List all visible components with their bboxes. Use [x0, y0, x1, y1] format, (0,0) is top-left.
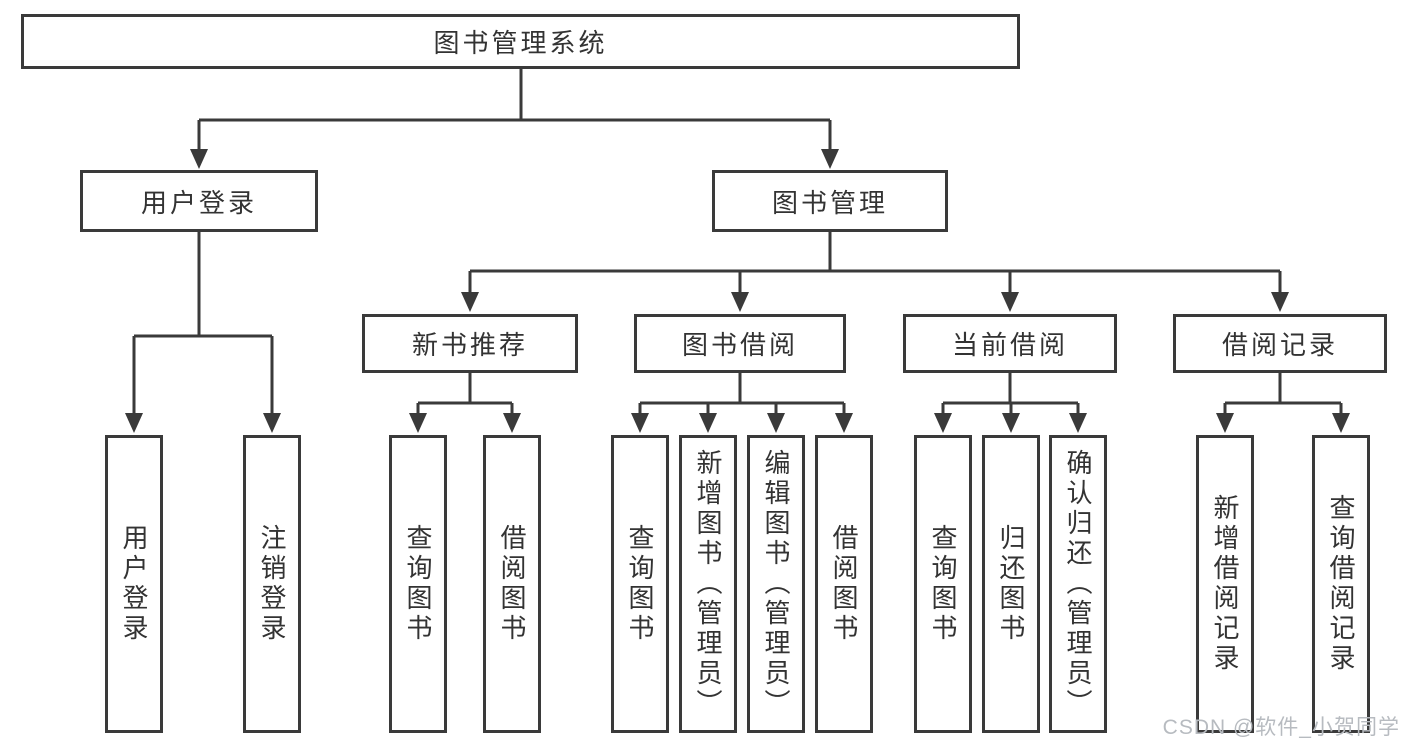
leaf-user-login: 用户登录 [105, 435, 163, 733]
leaf-confirm-return-admin: 确认归还（管理员） [1049, 435, 1107, 733]
node-book-management-label: 图书管理 [771, 187, 888, 218]
leaf-query-books-current: 查询图书 [914, 435, 972, 733]
arrowheads [125, 149, 1350, 433]
leaf-return-book-label: 归还图书 [996, 524, 1026, 644]
node-borrow-records-label: 借阅记录 [1221, 330, 1338, 360]
leaf-add-borrow-record-label: 新增借阅记录 [1210, 494, 1240, 674]
node-new-book-recommend: 新书推荐 [362, 314, 578, 373]
leaf-query-books-borrow-label: 查询图书 [625, 524, 655, 644]
node-user-login-label: 用户登录 [140, 187, 257, 218]
leaf-return-book: 归还图书 [982, 435, 1040, 733]
leaf-query-books-recommend-label: 查询图书 [403, 524, 433, 644]
leaf-logout-label: 注销登录 [257, 524, 287, 644]
leaf-edit-book-admin: 编辑图书（管理员） [747, 435, 805, 733]
node-system-root-label: 图书管理系统 [433, 28, 608, 58]
node-current-borrow-label: 当前借阅 [951, 330, 1068, 360]
leaf-query-books-borrow: 查询图书 [611, 435, 669, 733]
leaf-query-borrow-record-label: 查询借阅记录 [1326, 494, 1356, 674]
connector-edges [132, 69, 1343, 416]
node-book-borrow: 图书借阅 [634, 314, 846, 373]
leaf-confirm-return-admin-label: 确认归还（管理员） [1063, 449, 1093, 719]
node-borrow-records: 借阅记录 [1173, 314, 1387, 373]
node-user-login: 用户登录 [80, 170, 318, 232]
leaf-borrow-books-borrow-label: 借阅图书 [829, 524, 859, 644]
node-book-management: 图书管理 [712, 170, 948, 232]
leaf-add-borrow-record: 新增借阅记录 [1196, 435, 1254, 733]
leaf-borrow-books-recommend-label: 借阅图书 [497, 524, 527, 644]
leaf-borrow-books-recommend: 借阅图书 [483, 435, 541, 733]
leaf-query-books-recommend: 查询图书 [389, 435, 447, 733]
leaf-logout: 注销登录 [243, 435, 301, 733]
leaf-edit-book-admin-label: 编辑图书（管理员） [761, 449, 791, 719]
leaf-user-login-label: 用户登录 [119, 524, 149, 644]
node-current-borrow: 当前借阅 [903, 314, 1117, 373]
node-system-root: 图书管理系统 [21, 14, 1020, 69]
node-new-book-recommend-label: 新书推荐 [411, 330, 528, 360]
node-book-borrow-label: 图书借阅 [681, 330, 798, 360]
watermark-text: CSDN @软件_小贺同学 [1162, 716, 1400, 739]
leaf-query-borrow-record: 查询借阅记录 [1312, 435, 1370, 733]
leaf-add-book-admin: 新增图书（管理员） [679, 435, 737, 733]
leaf-borrow-books-borrow: 借阅图书 [815, 435, 873, 733]
leaf-add-book-admin-label: 新增图书（管理员） [693, 449, 723, 719]
leaf-query-books-current-label: 查询图书 [928, 524, 958, 644]
